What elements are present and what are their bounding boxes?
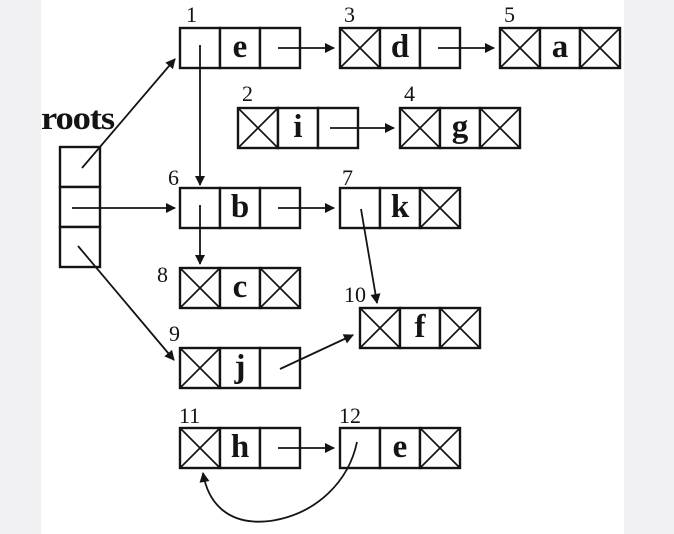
edge-node12-to-node11 xyxy=(199,441,358,523)
node-letter: i xyxy=(293,109,302,145)
node-letter: e xyxy=(233,29,248,65)
data-cell xyxy=(438,106,482,150)
data-cell xyxy=(378,26,422,70)
node-10: 10 f xyxy=(344,282,482,350)
node-4: 4 g xyxy=(398,81,522,150)
node-number: 1 xyxy=(186,2,197,27)
node-number: 12 xyxy=(339,403,361,428)
null-x-icon xyxy=(179,427,221,469)
node-number: 11 xyxy=(179,403,200,428)
node-5: 5 a xyxy=(498,2,622,70)
node-letter: a xyxy=(552,29,569,65)
node-letter: b xyxy=(231,189,249,225)
data-cell xyxy=(218,26,262,70)
node-number: 2 xyxy=(242,81,253,106)
edge-root1-to-node1 xyxy=(81,58,176,169)
figure-paper xyxy=(41,0,624,534)
node-2: 2 i xyxy=(236,81,360,150)
edge-root3-to-node9 xyxy=(77,245,175,361)
data-cell xyxy=(218,186,262,230)
null-x-icon xyxy=(339,27,381,69)
roots-label: roots xyxy=(41,101,115,137)
node-letter: d xyxy=(391,29,409,65)
null-x-icon xyxy=(419,187,461,229)
null-x-icon xyxy=(499,27,541,69)
node-letter: k xyxy=(391,189,410,225)
null-x-icon xyxy=(419,427,461,469)
node-number: 7 xyxy=(342,165,353,190)
null-x-icon xyxy=(179,347,221,389)
null-x-icon xyxy=(259,267,301,309)
node-8: 8 c xyxy=(157,262,302,310)
node-number: 5 xyxy=(504,2,515,27)
node-number: 6 xyxy=(168,165,179,190)
node-number: 9 xyxy=(169,321,180,346)
node-9: 9 j xyxy=(169,321,302,390)
pointer-cell xyxy=(338,426,382,470)
node-letter: j xyxy=(234,349,246,385)
null-x-icon xyxy=(399,107,441,149)
node-number: 3 xyxy=(344,2,355,27)
node-letter: h xyxy=(231,429,249,465)
node-7: 7 k xyxy=(338,165,462,230)
pointer-edges xyxy=(72,43,495,523)
null-x-icon xyxy=(479,107,521,149)
data-cell xyxy=(378,186,422,230)
edge-node9-to-node10 xyxy=(279,334,354,370)
node-number: 4 xyxy=(404,81,415,106)
null-x-icon xyxy=(237,107,279,149)
node-letter: g xyxy=(452,109,469,145)
roots-cell-2 xyxy=(58,185,102,229)
null-x-icon xyxy=(179,267,221,309)
node-number: 10 xyxy=(344,282,366,307)
pointer-cell xyxy=(258,346,302,390)
data-cell xyxy=(538,26,582,70)
node-number: 8 xyxy=(157,262,168,287)
data-cell xyxy=(218,346,262,390)
node-12: 12 e xyxy=(338,403,462,470)
null-x-icon xyxy=(359,307,401,349)
node-letter: e xyxy=(393,429,408,465)
node-letter: c xyxy=(233,269,248,305)
null-x-icon xyxy=(439,307,481,349)
roots-array: roots xyxy=(41,101,116,269)
edge-node7-to-node10 xyxy=(360,208,381,304)
node-letter: f xyxy=(415,309,427,345)
pointer-cell xyxy=(338,186,382,230)
null-x-icon xyxy=(579,27,621,69)
